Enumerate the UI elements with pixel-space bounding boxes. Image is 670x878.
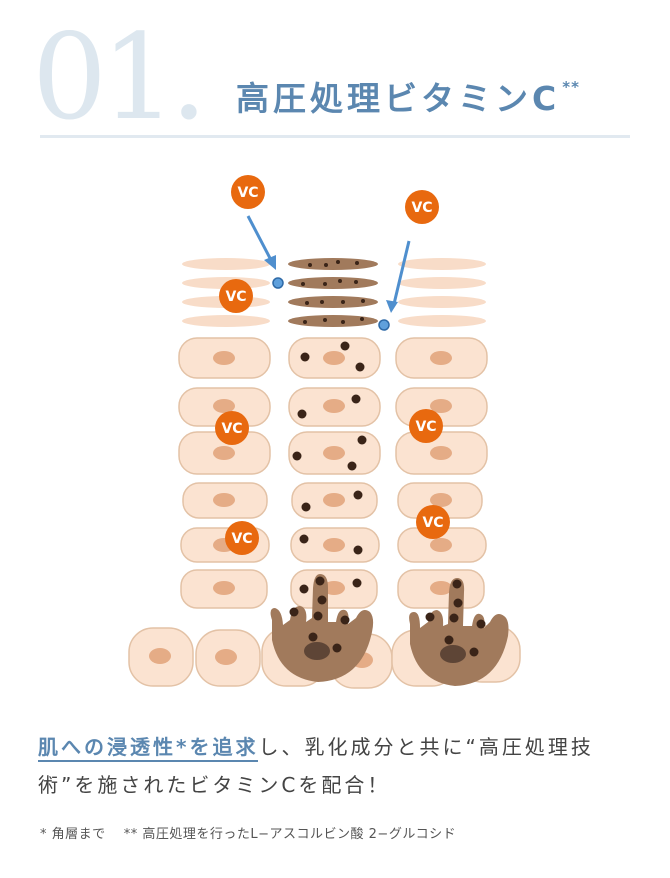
footnote: * 角層まで ** 高圧処理を行ったL−アスコルビン酸 2−グルコシド [40,827,457,842]
vc-badge-top-left [231,175,265,209]
vc-badge-horny-layer [219,279,253,313]
vc-particle-right [378,319,390,331]
melanocyte-left [270,574,374,682]
vc-badge-left-2 [225,521,259,555]
vc-badge-right-1 [409,409,443,443]
section-number: 01. [32,8,208,146]
melanin-granules [292,341,367,594]
header-divider [40,135,630,138]
horny-layer-right [398,258,486,327]
horny-layer-pigmented [288,258,378,327]
section-header: 01. 高圧処理ビタミンC** [0,0,670,150]
vc-badge-top-right [405,190,439,224]
penetration-arrows [246,215,411,313]
melanocyte-right [409,578,509,686]
section-title: 高圧処理ビタミンC** [236,72,580,120]
description-line2: 術”を施されたビタミンCを配合！ [38,773,391,797]
vc-badge-right-2 [416,505,450,539]
highlight-text: 肌への浸透性*を追求 [38,735,259,762]
section-title-text: 高圧処理ビタミンC [236,79,561,118]
description-line1-rest: し、乳化成分と共に“高圧処理技 [258,735,594,759]
vc-badge-left-1 [215,411,249,445]
vc-particle-left [272,277,284,289]
skin-penetration-diagram: VC [128,175,521,689]
title-footnote-mark: ** [562,78,580,96]
description-text: 肌への浸透性*を追求し、乳化成分と共に“高圧処理技 術”を施されたビタミンCを配… [38,728,648,804]
